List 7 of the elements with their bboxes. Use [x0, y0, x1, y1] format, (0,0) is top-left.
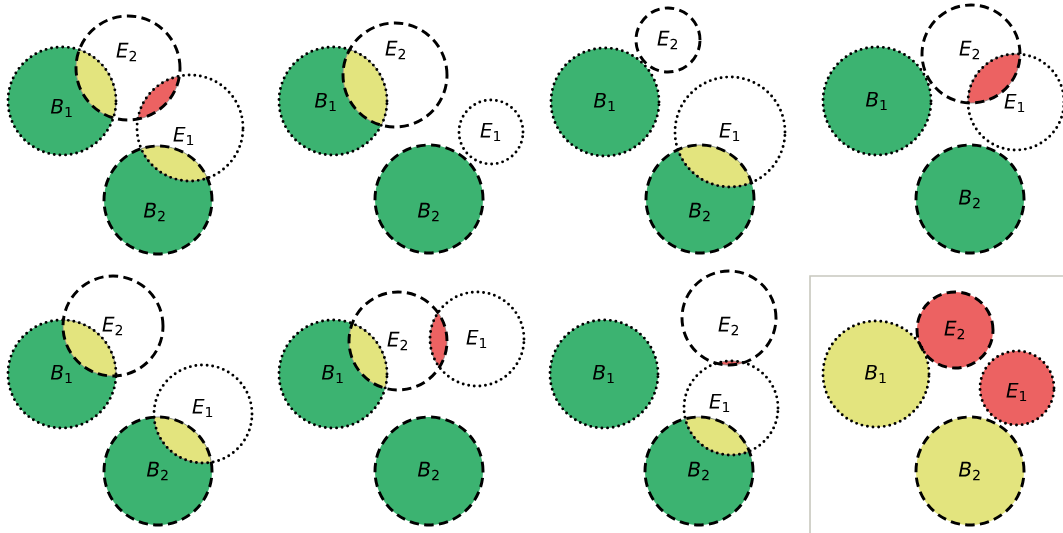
overlap-region: [684, 416, 750, 456]
overlap-region: [429, 312, 448, 368]
overlap-region: [140, 145, 208, 182]
overlap-region: [75, 49, 117, 119]
overlap-region: [137, 75, 180, 120]
overlap-region: [348, 323, 388, 389]
overlap-region: [677, 144, 752, 188]
